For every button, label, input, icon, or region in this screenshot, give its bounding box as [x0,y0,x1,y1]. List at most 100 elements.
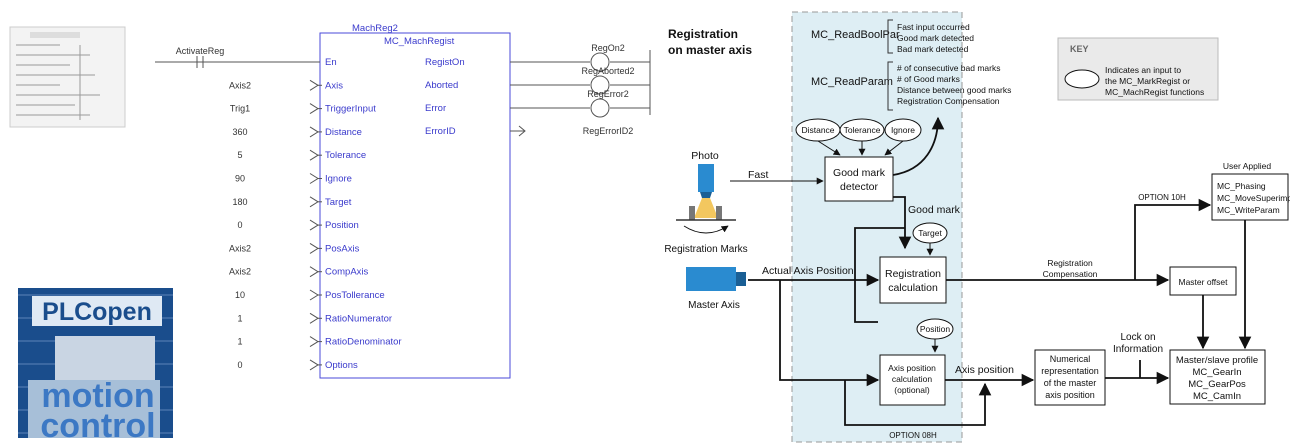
fbd-input-connector [309,149,319,161]
key-text-line: the MC_MarkRegist or [1105,76,1190,86]
reg-comp-line2: Compensation [1043,269,1098,279]
registration-calculation-line1: Registration [885,268,941,280]
registration-calculation-line2: calculation [888,282,938,294]
photo-sensor-icon [676,164,736,234]
fbd-input-pin: En [325,57,337,68]
fbd-output-coil [590,75,610,95]
fbd-input-value: Axis2 [229,243,251,253]
plcopen-logo [18,288,173,438]
oval-target-label: Target [918,228,942,238]
fbd-input-connector [309,196,319,208]
numerical-repr-line4: axis position [1045,390,1095,400]
fbd-block-type: MC_MachRegist [384,36,455,47]
key-oval [1064,69,1100,89]
fbd-input-connector [309,312,319,324]
readparam-item: Distance between good marks [897,85,1011,95]
fbd-input-connector [309,173,319,184]
fbd-input-pin: Target [325,197,352,208]
reg-comp-line1: Registration [1047,258,1093,268]
photo-label: Photo [691,150,719,162]
good-mark-branch [854,227,905,323]
fbd-input-pin: Options [325,360,358,371]
registration-marks-label: Registration Marks [664,244,747,255]
good-mark-label: Good mark [908,204,961,216]
fbd-input-pin: Tolerance [325,150,366,161]
user-applied-item: MC_Phasing [1217,181,1266,191]
readboolpar-bracket [887,19,893,54]
logo-line2: motion [41,377,154,415]
readparam-item: Registration Compensation [897,96,1000,106]
fbd-input-connector [309,242,319,254]
fbd-input-value: 90 [235,174,245,184]
fbd-output-pin: ErrorID [425,126,456,137]
option-08h-label: OPTION 08H [889,431,937,440]
good-mark-detector-box [824,156,894,202]
key-box [1057,37,1219,101]
axis-position-calc-line1: Axis position [888,363,936,373]
fbd-output-value: RegOn2 [591,43,625,53]
fbd-input-pin: PosTollerance [325,290,385,301]
fbd-input-connector [309,126,319,138]
fbd-input-connector [309,266,319,278]
fbd-input-value: 1 [237,337,242,347]
readparam-label: MC_ReadParam [811,76,893,88]
logo-line1: PLCopen [42,298,152,326]
fbd-output-value: RegErrorID2 [583,126,634,136]
fbd-block [319,32,511,379]
master-offset-label: Master offset [1179,277,1229,287]
fbd-input-pin: Axis [325,80,343,91]
master-slave-profile-box [1169,349,1266,405]
profile-line3: MC_GearPos [1188,379,1246,390]
numerical-repr-line1: Numerical [1050,354,1091,364]
key-text-line: MC_MachRegist functions [1105,87,1204,97]
axis-position-calc-line2: calculation [892,374,932,384]
arrow-option-08h [844,380,992,426]
arrow-ignore [884,140,904,156]
user-applied-box [1211,173,1289,221]
arrow-option-10h [1134,198,1212,280]
readboolpar-item: Bad mark detected [897,44,969,54]
master-offset-box [1169,266,1237,296]
key-title: KEY [1070,44,1089,54]
axis-position-calc-box [879,354,946,406]
fbd-input-pin: Position [325,220,359,231]
diagram-title-line2: on master axis [668,43,752,57]
fbd-output-pin: RegistOn [425,57,465,68]
user-applied-item: MC_WriteParam [1217,205,1280,215]
user-applied-label: User Applied [1223,161,1271,171]
axis-position-label: Axis position [955,364,1014,376]
fbd-input-connector [309,359,319,371]
arrow-detector-to-readparam [892,116,945,176]
fbd-input-pin: CompAxis [325,267,369,278]
registration-calculation-box [879,256,947,304]
oval-tolerance-label: Tolerance [844,125,881,135]
oval-distance-label: Distance [801,125,834,135]
fbd-input-value: 10 [235,290,245,300]
fbd-input-connector [309,219,319,231]
fbd-input-value: Axis2 [229,267,251,277]
fbd-input-connector [309,289,319,301]
fbd-input-value: 5 [237,150,242,160]
fbd-input-value: Trig1 [230,104,250,114]
fbd-input-value: 0 [237,220,242,230]
fbd-output-value: RegError2 [587,89,629,99]
fbd-output-coil [590,52,610,72]
fbd-output-coil [590,98,610,118]
fbd-output-arrow [510,125,526,137]
fbd-input-connector [309,79,319,91]
profile-line1: Master/slave profile [1176,355,1258,366]
good-mark-detector-line2: detector [840,181,878,193]
readparam-item: # of Good marks [897,74,960,84]
fbd-input-pin: TriggerInput [325,104,376,115]
good-mark-detector-line1: Good mark [833,167,886,179]
oval-ignore-label: Ignore [891,125,915,135]
numerical-repr-line3: of the master [1044,378,1097,388]
master-axis-motor-icon [686,267,746,291]
fbd-input-connector [309,336,319,348]
readparam-bracket [887,61,893,111]
fbd-input-value: 1 [237,313,242,323]
diagram-title-line1: Registration [668,27,738,41]
fbd-input-value: Axis2 [229,80,251,90]
fbd-output-pin: Aborted [425,80,458,91]
